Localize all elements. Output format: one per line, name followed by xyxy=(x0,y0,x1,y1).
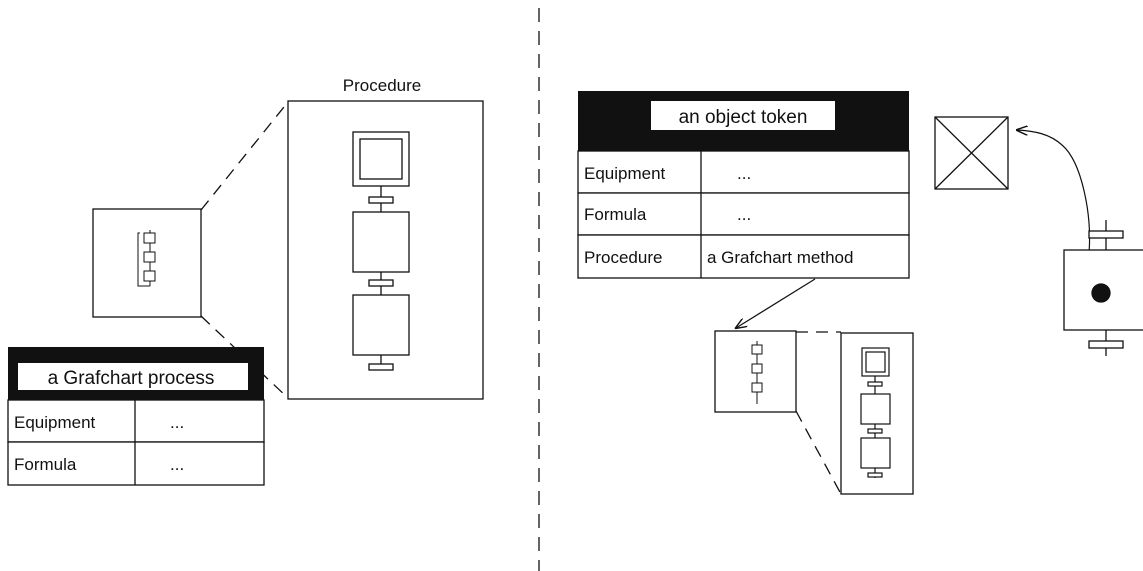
object-row-value: ... xyxy=(737,205,751,224)
transition-bar xyxy=(867,428,883,434)
thumbnail-sequence xyxy=(137,230,156,287)
token-step xyxy=(1063,220,1143,356)
process-row-attribute: Formula xyxy=(14,455,77,474)
token-dot xyxy=(1091,283,1111,303)
method-sequence xyxy=(860,347,891,478)
step-box xyxy=(352,211,410,273)
method-thumbnail-sequence xyxy=(751,341,763,404)
procedure-label: Procedure xyxy=(343,76,421,95)
procedure-thumbnail xyxy=(92,208,202,318)
token-arrow xyxy=(1017,130,1091,254)
process-row-value: ... xyxy=(170,455,184,474)
process-table-title: a Grafchart process xyxy=(48,368,215,389)
step-box xyxy=(860,437,891,469)
step-box xyxy=(860,393,891,425)
transition-bar xyxy=(867,381,883,387)
transition-bar xyxy=(368,196,394,204)
object-row-attribute: Procedure xyxy=(584,248,662,267)
process-row-attribute: Equipment xyxy=(14,413,96,432)
object-row-value: ... xyxy=(737,164,751,183)
object-table-title: an object token xyxy=(679,107,808,128)
step-box xyxy=(352,294,410,356)
object-row-value: a Grafchart method xyxy=(707,248,853,267)
crossed-square xyxy=(934,116,1009,190)
grafchart-process-table: a Grafchart process Equipment ... Formul… xyxy=(7,347,265,486)
object-token-table: an object token Equipment ... Formula ..… xyxy=(577,91,910,279)
transition-bar xyxy=(1088,230,1124,239)
transition-bar xyxy=(1088,340,1124,349)
transition-bar xyxy=(867,472,883,478)
method-arrow xyxy=(736,278,816,328)
transition-bar xyxy=(368,363,394,371)
object-row-attribute: Formula xyxy=(584,205,647,224)
transition-bar xyxy=(368,279,394,287)
object-row-attribute: Equipment xyxy=(584,164,666,183)
zoom-line-top xyxy=(200,101,289,211)
procedure-sequence xyxy=(352,131,410,371)
method-zoom-line-bottom xyxy=(795,410,842,495)
process-row-value: ... xyxy=(170,413,184,432)
